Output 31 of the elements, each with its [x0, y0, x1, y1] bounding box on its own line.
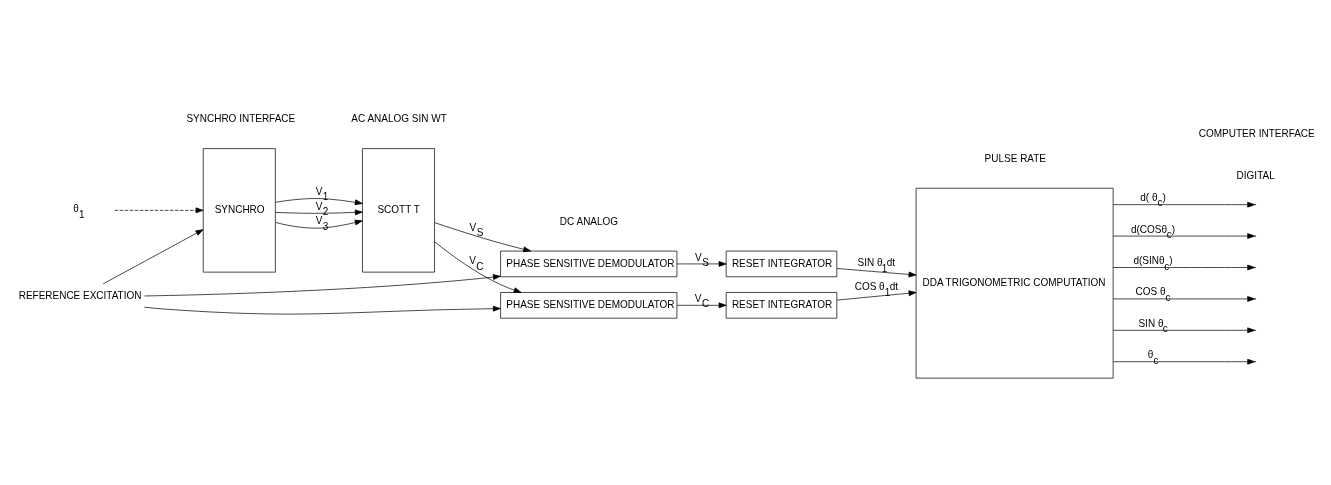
arrow — [275, 209, 363, 216]
arrow — [275, 219, 363, 229]
arrow — [1112, 358, 1256, 365]
label: SYNCHRO INTERFACE — [186, 113, 296, 125]
node-box: PHASE SENSITIVE DEMODULATOR — [500, 292, 678, 319]
label: DIGITAL — [1236, 169, 1275, 181]
arrow — [114, 207, 204, 214]
node-box: RESET INTEGRATOR — [725, 292, 838, 319]
arrow — [1112, 296, 1256, 302]
label: PULSE RATE — [984, 153, 1047, 165]
arrow — [1112, 327, 1256, 334]
node-text: REFERENCE EXCITATION — [18, 290, 142, 302]
node-box: RESET INTEGRATOR — [725, 250, 838, 278]
arrow — [836, 268, 917, 278]
label: AC ANALOG SIN WT — [351, 113, 447, 125]
arrow — [144, 305, 501, 315]
node-box: PHASE SENSITIVE DEMODULATOR — [500, 250, 678, 278]
arrow — [676, 261, 727, 267]
arrow — [1112, 233, 1256, 239]
label: DC ANALOG — [559, 216, 619, 228]
arrow — [434, 222, 532, 253]
node-box: DDA TRIGONOMETRIC COMPUTATION — [915, 187, 1114, 379]
node-box: SCOTT T — [362, 148, 435, 273]
arrow — [144, 274, 501, 297]
arrow — [275, 198, 363, 206]
arrow — [102, 229, 204, 285]
arrow — [434, 241, 522, 293]
arrow — [1112, 201, 1256, 208]
label: COMPUTER INTERFACE — [1198, 128, 1315, 140]
node-box: SYNCHRO — [202, 148, 276, 273]
arrow — [836, 290, 917, 301]
